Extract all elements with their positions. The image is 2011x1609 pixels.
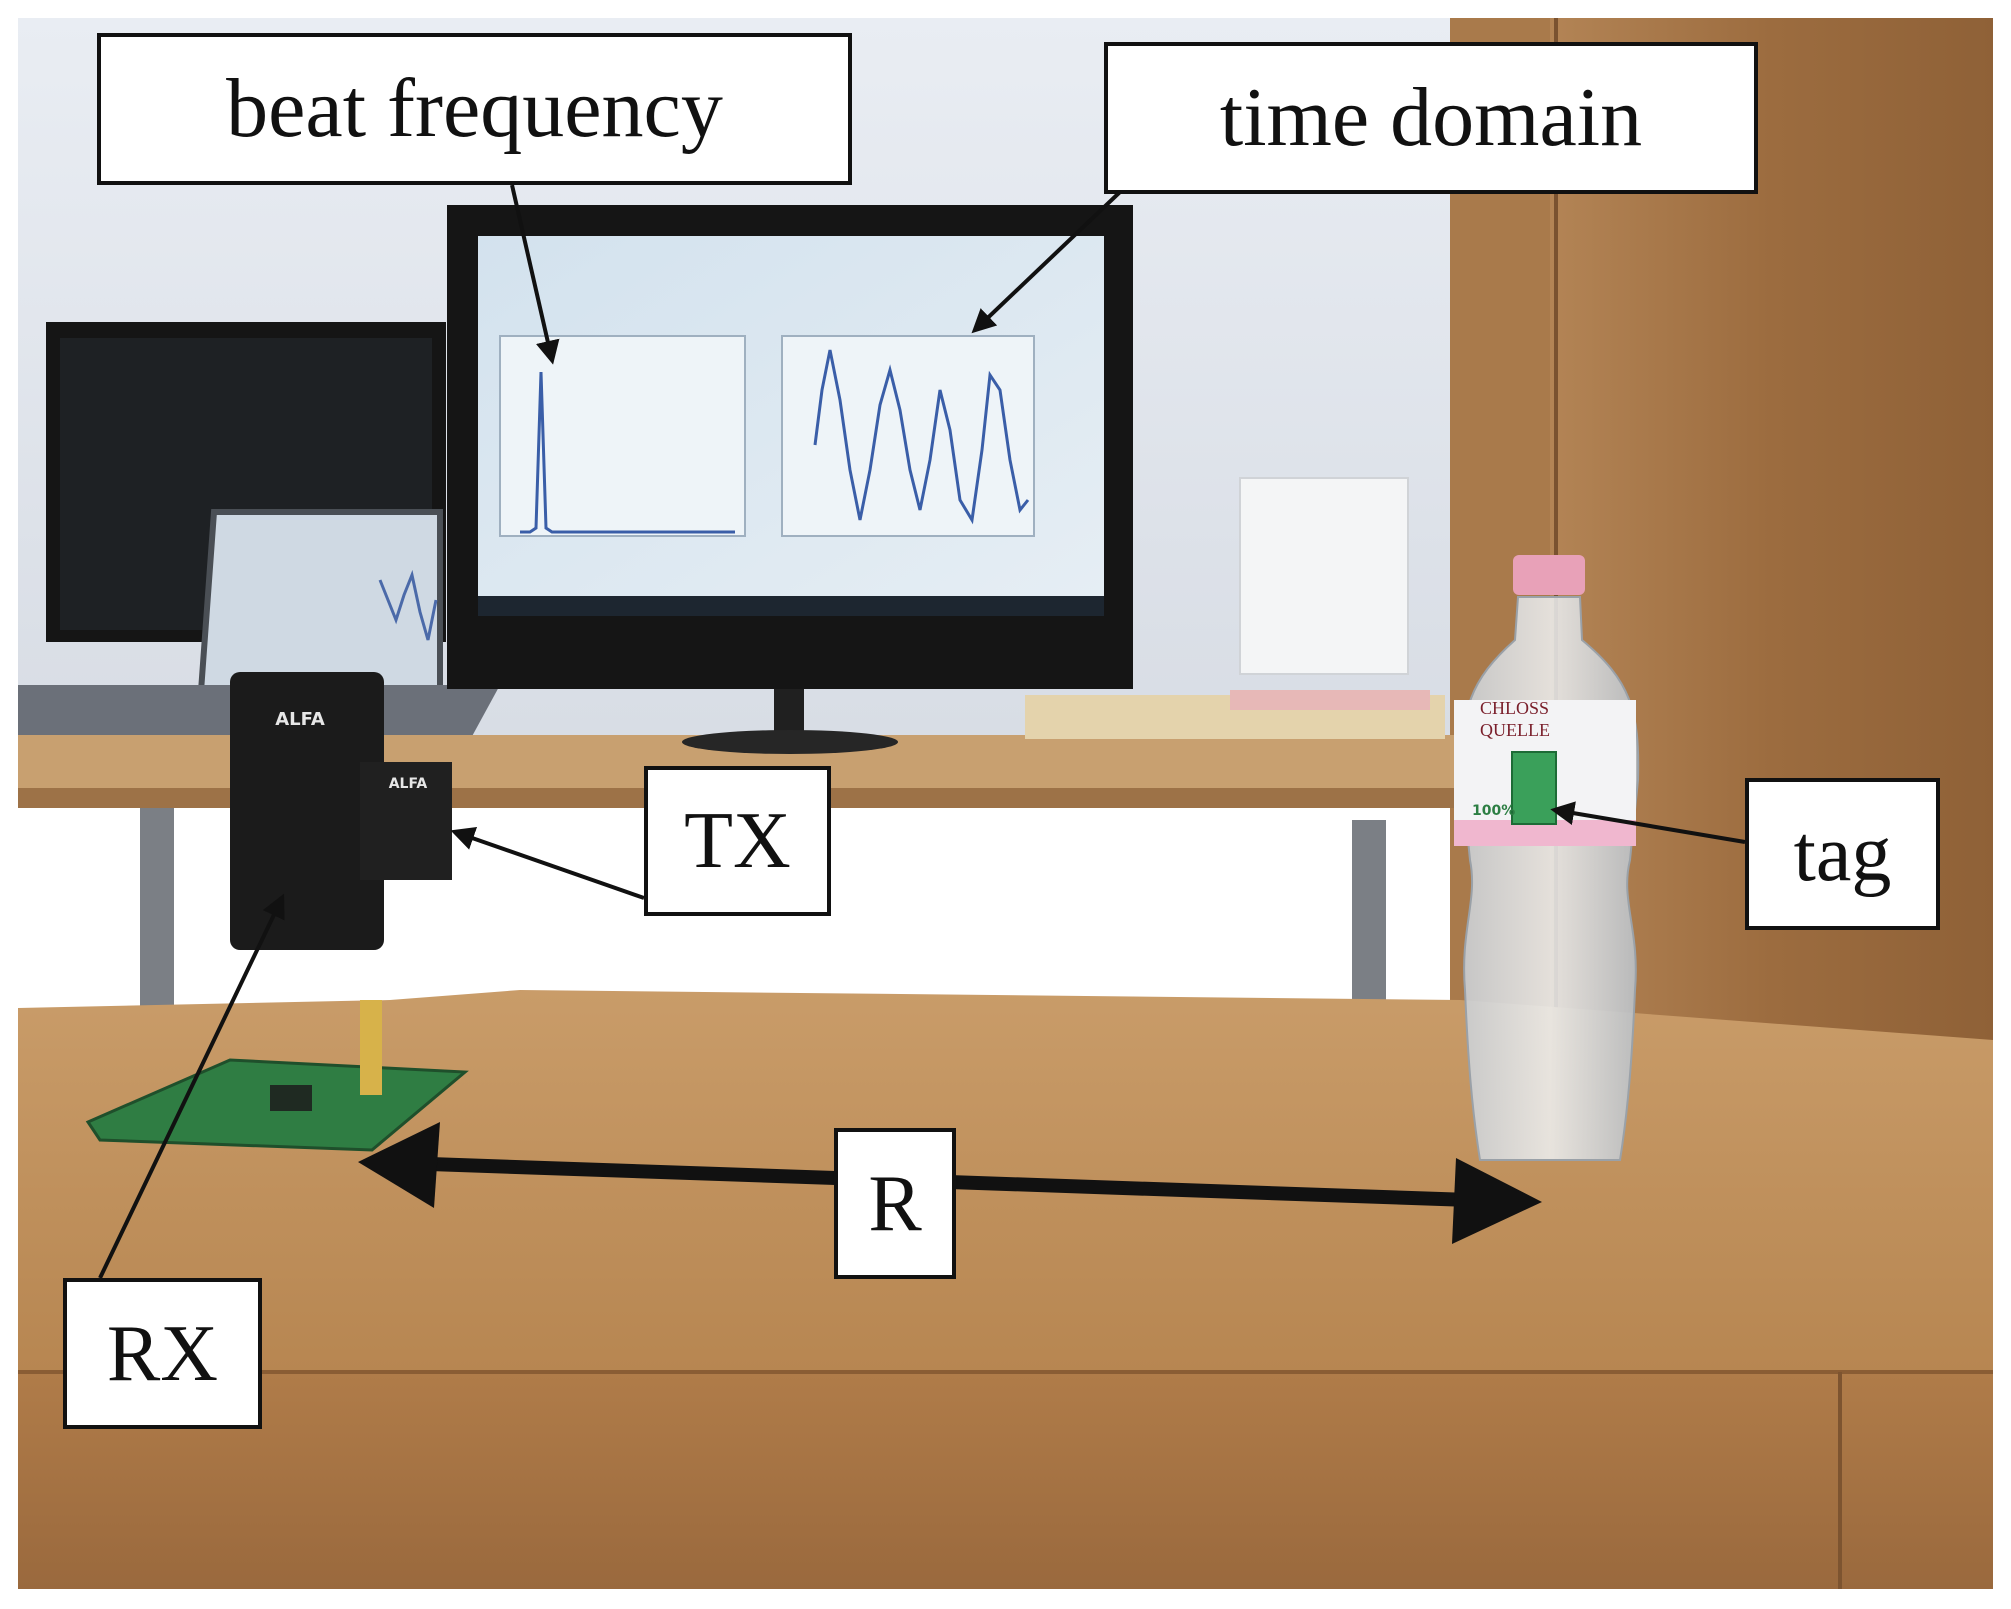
bottle-brand-line2: QUELLE	[1480, 720, 1550, 740]
monitor-stand-base	[682, 730, 898, 754]
bottle-badge: 100%	[1472, 803, 1515, 819]
label-time-domain: time domain	[1104, 42, 1758, 194]
front-table-front	[18, 1372, 1993, 1589]
alfa-front-logo: ALFA	[275, 709, 325, 730]
laptop-plot-line	[378, 569, 438, 641]
label-rx: RX	[63, 1278, 262, 1429]
label-beat-frequency: beat frequency	[97, 33, 852, 185]
arrow-beat-frequency	[510, 184, 560, 365]
label-r: R	[834, 1128, 956, 1279]
sma-connector	[360, 1000, 382, 1095]
bottle-cap	[1513, 555, 1585, 595]
rfid-tag	[1511, 751, 1557, 825]
radar-chip	[270, 1085, 312, 1111]
bottle-brand-line1: CHLOSS	[1480, 698, 1549, 718]
alfa-side-logo: ALFA	[389, 776, 428, 792]
arrow-tx	[450, 827, 645, 900]
monitor-stand-neck	[774, 689, 804, 735]
screen-plot-left-frame	[499, 335, 746, 537]
label-tag: tag	[1745, 778, 1940, 930]
arrow-rx	[98, 893, 285, 1279]
arrow-time-domain	[971, 190, 1122, 334]
label-tx: TX	[644, 766, 831, 916]
screen-plot-beat-frequency-line	[520, 371, 735, 534]
antenna-rx-device	[230, 672, 384, 950]
screen-plot-time-domain-line	[813, 349, 1030, 525]
antenna-tx-device	[360, 762, 452, 880]
range-arrow-head-right	[1452, 1158, 1542, 1244]
wall-paper-sheet	[1239, 477, 1409, 675]
range-arrow-head-left	[358, 1122, 440, 1208]
screen-plot-right-frame	[781, 335, 1035, 537]
water-bottle	[1460, 596, 1640, 1161]
arrow-tag	[1550, 801, 1746, 844]
monitor-taskbar	[478, 596, 1104, 616]
books-stack-top	[1230, 690, 1430, 710]
